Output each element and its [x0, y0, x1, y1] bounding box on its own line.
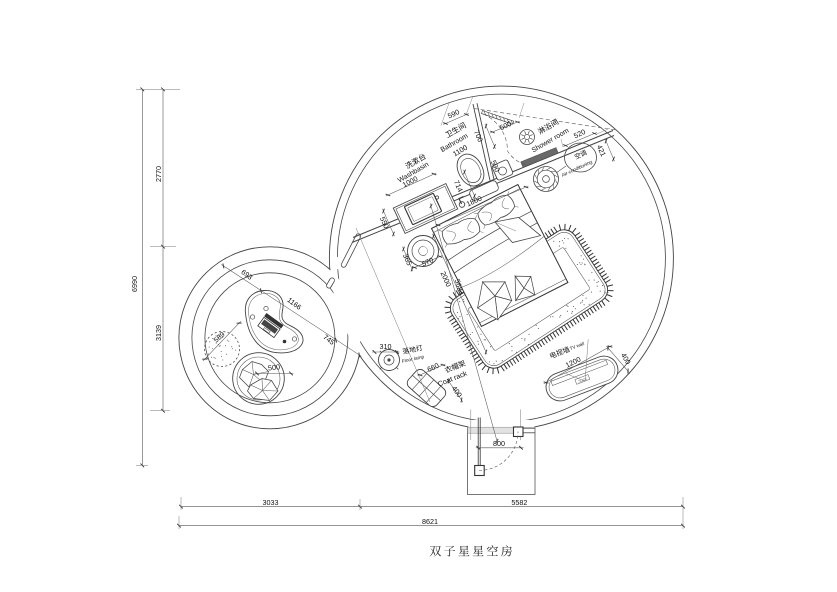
svg-text:550: 550	[378, 215, 391, 230]
svg-text:310: 310	[380, 342, 392, 351]
svg-text:700: 700	[472, 129, 485, 144]
svg-text:590: 590	[489, 159, 502, 174]
svg-text:2770: 2770	[154, 166, 163, 182]
svg-text:Floor lamp: Floor lamp	[401, 354, 425, 365]
svg-text:6990: 6990	[130, 276, 139, 292]
svg-text:570: 570	[420, 255, 435, 268]
svg-text:TV wall: TV wall	[569, 341, 585, 351]
svg-text:800: 800	[493, 439, 505, 448]
svg-text:5684: 5684	[453, 278, 466, 296]
svg-text:714: 714	[452, 179, 465, 194]
svg-text:421: 421	[595, 143, 608, 158]
svg-text:8621: 8621	[422, 517, 438, 526]
svg-text:365: 365	[401, 252, 414, 267]
svg-text:500: 500	[268, 362, 281, 372]
svg-text:5582: 5582	[511, 498, 527, 507]
svg-text:3033: 3033	[263, 498, 279, 507]
svg-text:3139: 3139	[154, 325, 163, 341]
